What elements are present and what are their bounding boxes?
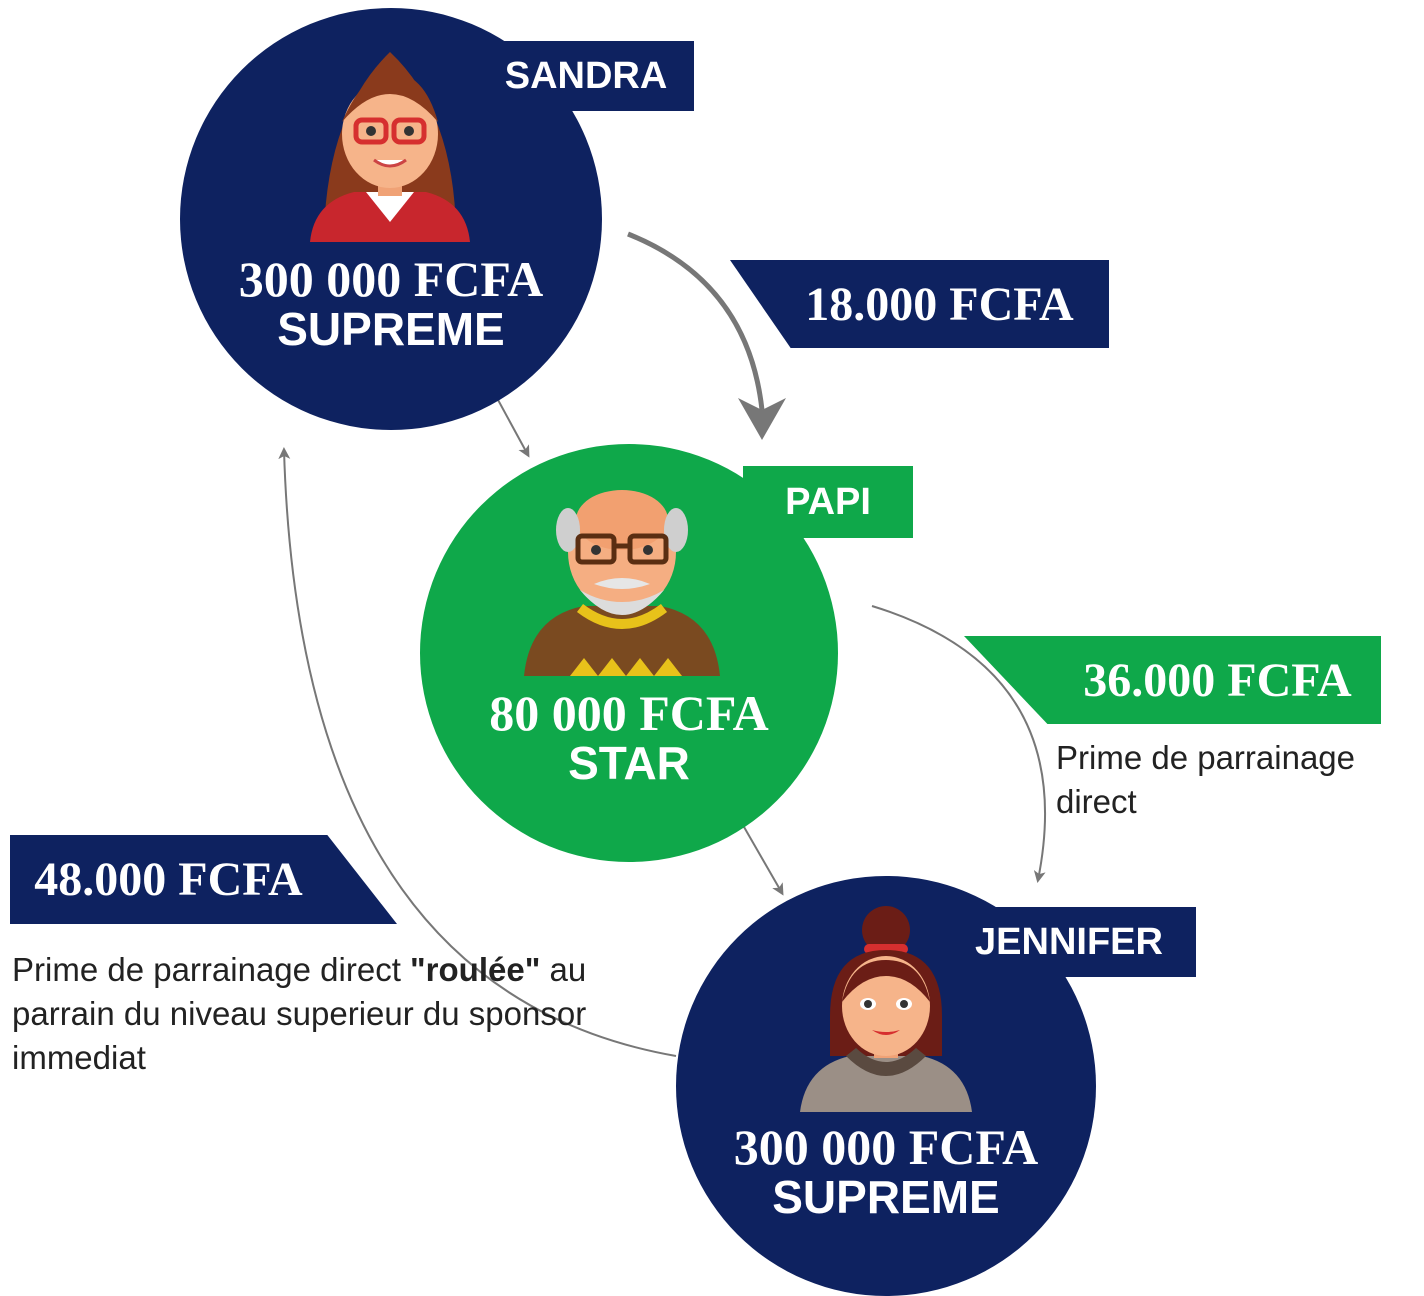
caption-rolled-up-end: au parrain du niveau superieur du sponso… [12, 951, 587, 1076]
arrow-jennifer-sandra [278, 447, 677, 1057]
papi-amount: 80 000 FCFA [489, 685, 769, 741]
jennifer-name-tag: JENNIFER [942, 907, 1196, 977]
papi-level: STAR [568, 737, 690, 789]
arrow-papi-jennifer [739, 819, 784, 896]
bonus-banner-rolled-up: 48.000 FCFA [10, 835, 397, 924]
papi-amount-block: 80 000 FCFA STAR [420, 688, 838, 788]
caption-direct-referral: Prime de parrainage direct [1056, 739, 1355, 820]
thick-arrow-sandra-papi [627, 231, 765, 411]
arrow-sandra-papi [496, 397, 530, 458]
bonus-banner-papi-jennifer: 36.000 FCFA [964, 636, 1381, 724]
sandra-circle: 300 000 FCFA SUPREME [180, 8, 602, 430]
woman-bun-avatar-icon [800, 906, 972, 1112]
jennifer-amount: 300 000 FCFA [733, 1119, 1039, 1175]
sandra-level: SUPREME [277, 303, 505, 355]
old-man-avatar-icon [524, 490, 720, 676]
jennifer-level: SUPREME [772, 1171, 1000, 1223]
bonus-banner-sandra-papi: 18.000 FCFA [730, 260, 1109, 348]
thick-arrowhead [738, 398, 786, 440]
papi-name-tag: PAPI [743, 466, 913, 538]
woman-glasses-avatar-icon [310, 52, 470, 242]
caption-rolled-up-start: Prime de parrainage direct [12, 951, 411, 988]
jennifer-amount-block: 300 000 FCFA SUPREME [676, 1122, 1096, 1222]
sandra-amount: 300 000 FCFA [238, 251, 544, 307]
caption-rolled-up: Prime de parrainage direct "roulée" au p… [12, 948, 592, 1080]
sandra-amount-block: 300 000 FCFA SUPREME [180, 254, 602, 354]
sandra-name-tag: SANDRA [478, 41, 694, 111]
caption-rolled-up-bold: "roulée" [410, 951, 541, 988]
arrow-papi-jennifer-curved [871, 605, 1046, 883]
